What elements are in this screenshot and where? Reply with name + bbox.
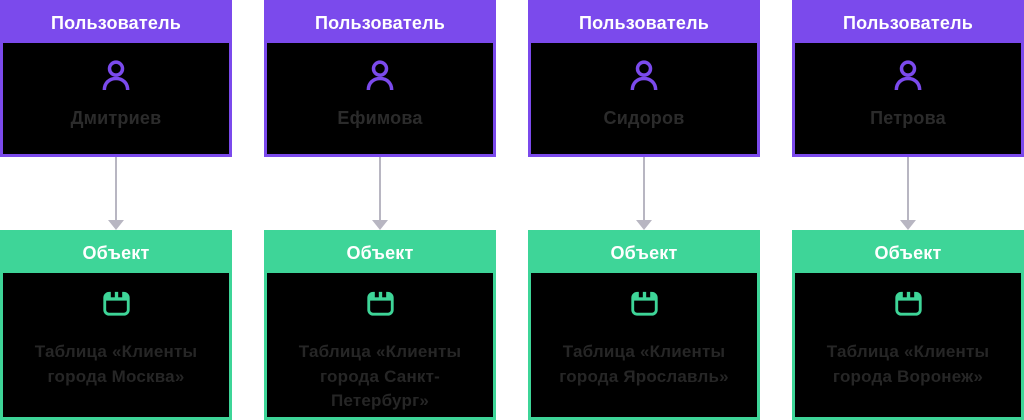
- table-icon: [366, 291, 394, 316]
- arrow-shaft: [115, 157, 117, 220]
- arrow-down: [792, 157, 1024, 230]
- user-card: Пользователь Дмитриев: [0, 0, 232, 157]
- user-card-header: Пользователь: [3, 3, 229, 43]
- object-card: Объект Таблица «Клиенты города Санкт-Пет…: [264, 230, 496, 420]
- object-card-body: Таблица «Клиенты города Москва»: [3, 273, 229, 417]
- arrow-shaft: [379, 157, 381, 220]
- user-card: Пользователь Петрова: [792, 0, 1024, 157]
- arrow-shaft: [907, 157, 909, 220]
- table-icon: [630, 291, 658, 316]
- user-card: Пользователь Ефимова: [264, 0, 496, 157]
- arrow-head-icon: [108, 220, 124, 230]
- table-icon: [894, 291, 922, 316]
- user-object-column: Пользователь Сидоров Объект: [528, 0, 760, 420]
- table-icon: [102, 291, 130, 316]
- user-card-header: Пользователь: [531, 3, 757, 43]
- user-card-body: Ефимова: [267, 43, 493, 154]
- object-card: Объект Таблица «Клиенты города Москва»: [0, 230, 232, 420]
- object-card-header: Объект: [531, 233, 757, 273]
- user-name: Дмитриев: [70, 108, 162, 128]
- user-card: Пользователь Сидоров: [528, 0, 760, 157]
- object-card-body: Таблица «Клиенты города Воронеж»: [795, 273, 1021, 417]
- user-card-body: Дмитриев: [3, 43, 229, 154]
- arrow-shaft: [643, 157, 645, 220]
- user-card-header: Пользователь: [795, 3, 1021, 43]
- user-card-body: Петрова: [795, 43, 1021, 154]
- user-object-column: Пользователь Ефимова Объект: [264, 0, 496, 420]
- user-icon: [366, 60, 394, 91]
- user-card-body: Сидоров: [531, 43, 757, 154]
- object-label: Таблица «Клиенты города Ярославль»: [559, 342, 729, 386]
- object-card-body: Таблица «Клиенты города Санкт-Петербург»: [267, 273, 493, 417]
- user-icon: [102, 60, 130, 91]
- object-label: Таблица «Клиенты города Москва»: [34, 342, 198, 386]
- user-object-column: Пользователь Дмитриев Объект: [0, 0, 232, 420]
- user-card-header: Пользователь: [267, 3, 493, 43]
- object-card-header: Объект: [795, 233, 1021, 273]
- user-name: Ефимова: [337, 108, 423, 128]
- arrow-head-icon: [372, 220, 388, 230]
- arrow-down: [0, 157, 232, 230]
- object-label: Таблица «Клиенты города Воронеж»: [826, 342, 990, 386]
- object-label: Таблица «Клиенты города Санкт-Петербург»: [298, 342, 462, 411]
- arrow-head-icon: [900, 220, 916, 230]
- user-name: Петрова: [870, 108, 946, 128]
- user-icon: [894, 60, 922, 91]
- object-card-header: Объект: [3, 233, 229, 273]
- object-card: Объект Таблица «Клиенты города Ярославль…: [528, 230, 760, 420]
- user-icon: [630, 60, 658, 91]
- arrow-head-icon: [636, 220, 652, 230]
- arrow-down: [264, 157, 496, 230]
- object-card: Объект Таблица «Клиенты города Воронеж»: [792, 230, 1024, 420]
- user-name: Сидоров: [603, 108, 685, 128]
- user-object-column: Пользователь Петрова Объект: [792, 0, 1024, 420]
- object-card-header: Объект: [267, 233, 493, 273]
- arrow-down: [528, 157, 760, 230]
- object-card-body: Таблица «Клиенты города Ярославль»: [531, 273, 757, 417]
